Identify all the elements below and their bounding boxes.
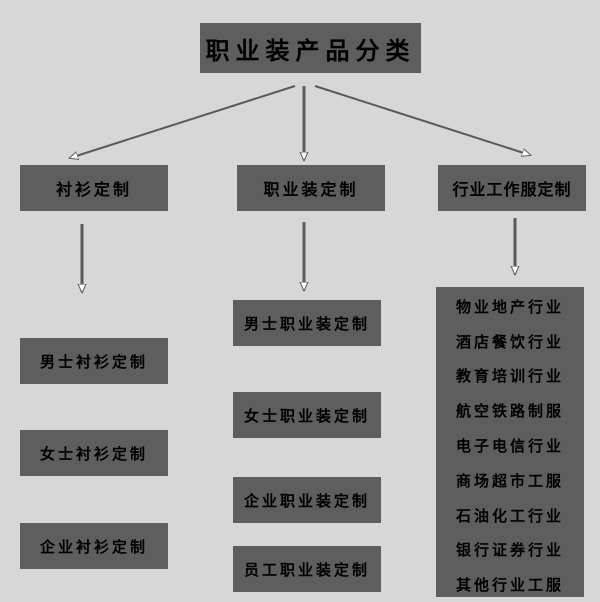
diagram-title: 职业装产品分类 [200,23,421,73]
industry-item-education: 教育培训行业 [455,367,564,386]
workwear-item-enterprise: 企业职业装定制 [233,477,381,523]
category-shirts: 衬衫定制 [20,165,168,211]
arrow-title-to-shirts [70,85,296,158]
industry-item-aviation: 航空铁路制服 [455,402,564,421]
industry-item-property: 物业地产行业 [455,297,564,316]
workwear-item-men: 男士职业装定制 [233,300,381,346]
category-industry-uniforms: 行业工作服定制 [438,165,586,211]
category-workwear: 职业装定制 [237,165,385,211]
industry-item-other: 其他行业工服 [455,576,564,595]
industry-item-hotel: 酒店餐饮行业 [455,332,564,351]
industry-item-petrochemical: 石油化工行业 [455,506,564,525]
shirt-item-men: 男士衬衫定制 [20,338,168,384]
industry-item-telecom: 电子电信行业 [455,437,564,456]
workwear-item-staff: 员工职业装定制 [233,546,381,592]
arrow-title-to-industry [314,85,530,155]
industry-item-banking: 银行证券行业 [455,541,564,560]
shirt-item-enterprise: 企业衬衫定制 [20,523,168,569]
industry-item-retail: 商场超市工服 [455,471,564,490]
industry-list: 物业地产行业 酒店餐饮行业 教育培训行业 航空铁路制服 电子电信行业 商场超市工… [436,287,584,597]
workwear-item-women: 女士职业装定制 [233,392,381,438]
shirt-item-women: 女士衬衫定制 [20,430,168,476]
